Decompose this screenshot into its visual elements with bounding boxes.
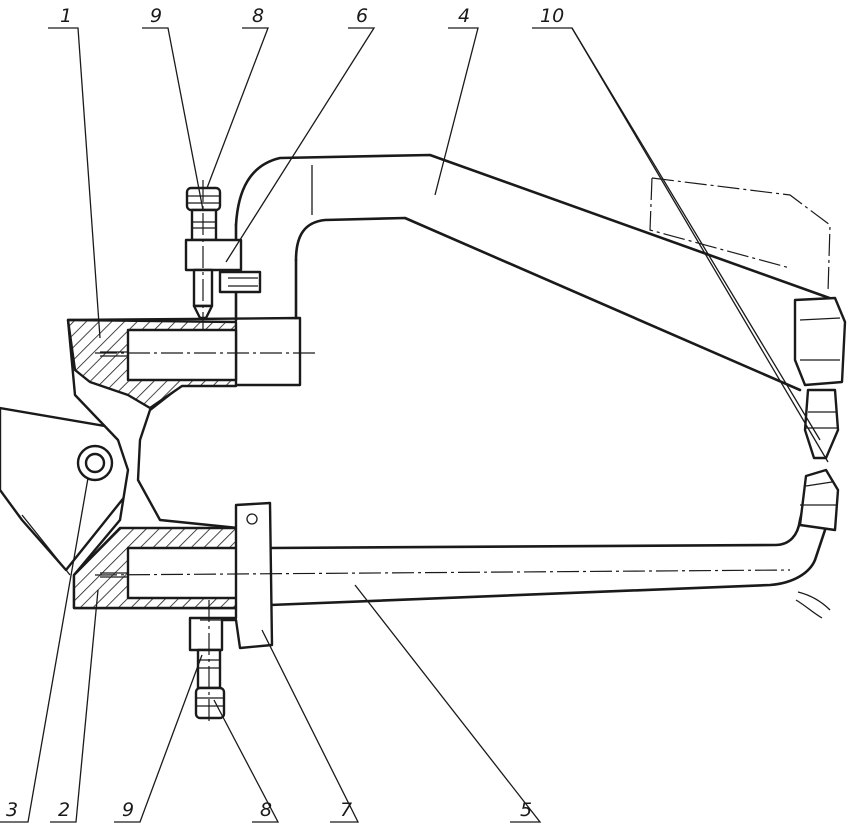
lower-bracket xyxy=(188,501,274,652)
gun-body xyxy=(66,316,302,610)
callout-8-bottom: 8 xyxy=(260,799,272,821)
callout-9-top: 9 xyxy=(150,5,162,27)
actuator-lever xyxy=(0,406,132,576)
upper-electrode-arm xyxy=(234,153,847,460)
callout-1: 1 xyxy=(60,5,72,27)
callout-3: 3 xyxy=(6,799,18,821)
callout-8-top: 8 xyxy=(252,5,264,27)
callout-6: 6 xyxy=(356,5,368,27)
lower-axis-line xyxy=(94,569,791,576)
upper-adjusting-screw xyxy=(184,186,262,320)
callout-5: 5 xyxy=(520,799,532,821)
callout-10: 10 xyxy=(540,5,564,27)
callout-2: 2 xyxy=(58,799,70,821)
callout-9-bottom: 9 xyxy=(122,799,134,821)
callout-4: 4 xyxy=(458,5,470,27)
callout-7: 7 xyxy=(340,799,352,821)
lower-electrode-arm xyxy=(268,468,840,619)
leader-lines xyxy=(0,27,829,823)
